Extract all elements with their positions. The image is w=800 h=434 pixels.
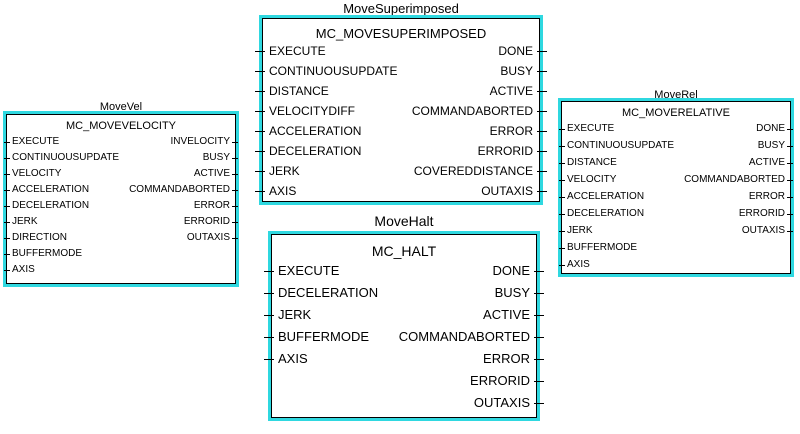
function-block-box[interactable]: MC_MOVERELATIVE EXECUTE CONTINUOUSUPDATE…	[558, 98, 794, 277]
output-pin[interactable]: ACTIVE	[489, 84, 548, 98]
instance-name: MoveSuperimposed	[343, 1, 459, 16]
input-pin[interactable]: EXECUTE	[3, 136, 60, 147]
input-pin[interactable]: CONTINUOUSUPDATE	[3, 152, 120, 163]
input-pin[interactable]: VELOCITYDIFF	[254, 104, 356, 118]
input-pin[interactable]: DECELERATION	[254, 144, 362, 158]
output-pin[interactable]: DONE	[756, 123, 793, 134]
input-pin[interactable]: BUFFERMODE	[264, 329, 369, 344]
input-pin[interactable]: DIRECTION	[4, 232, 67, 243]
fb-move-halt[interactable]: MoveHalt MC_HALT EXECUTE DECELERATION JE…	[263, 212, 545, 421]
input-pin[interactable]: CONTINUOUSUPDATE	[254, 64, 398, 78]
output-pin[interactable]: ERRORID	[470, 373, 544, 388]
input-pin[interactable]: DISTANCE	[255, 84, 329, 98]
input-pin[interactable]: ACCELERATION	[3, 184, 90, 195]
input-pin[interactable]: EXECUTE	[558, 123, 615, 134]
input-pin[interactable]: DISTANCE	[559, 157, 617, 168]
input-pin[interactable]: AXIS	[559, 259, 590, 270]
input-pin[interactable]: CONTINUOUSUPDATE	[558, 140, 675, 151]
input-pin[interactable]: BUFFERMODE	[559, 242, 637, 253]
output-pin[interactable]: ERROR	[483, 351, 544, 366]
output-pin[interactable]: DONE	[492, 263, 544, 278]
input-pin[interactable]: DECELERATION	[3, 200, 90, 211]
instance-name: MoveVel	[99, 101, 143, 113]
input-pin[interactable]: JERK	[255, 164, 300, 178]
output-pin[interactable]: OUTAXIS	[186, 232, 239, 243]
input-pin[interactable]: BUFFERMODE	[4, 248, 82, 259]
output-pin[interactable]: BUSY	[202, 152, 239, 163]
input-pin[interactable]: EXECUTE	[263, 263, 340, 278]
instance-name: MoveHalt	[374, 213, 434, 229]
output-pin[interactable]: BUSY	[757, 140, 794, 151]
output-pin[interactable]: DONE	[498, 44, 547, 58]
input-pin[interactable]: DECELERATION	[558, 208, 645, 219]
output-pin[interactable]: BUSY	[494, 285, 545, 300]
output-pin[interactable]: OUTAXIS	[481, 184, 547, 198]
output-pin[interactable]: ACTIVE	[483, 307, 544, 322]
function-block-box[interactable]: MC_MOVEVELOCITY EXECUTE CONTINUOUSUPDATE…	[3, 111, 239, 287]
input-pin[interactable]: ACCELERATION	[254, 124, 362, 138]
output-pin[interactable]: INVELOCITY	[170, 136, 239, 147]
input-pin[interactable]: ACCELERATION	[558, 191, 645, 202]
block-type: MC_HALT	[371, 243, 437, 259]
output-pin[interactable]: ERRORID	[738, 208, 794, 219]
input-pin[interactable]: JERK	[4, 216, 38, 227]
output-pin[interactable]: ERRORID	[183, 216, 239, 227]
output-pin[interactable]: COMMANDABORTED	[411, 104, 548, 118]
output-pin[interactable]: ACTIVE	[748, 157, 794, 168]
input-pin[interactable]: AXIS	[264, 351, 308, 366]
output-pin[interactable]: COMMANDABORTED	[398, 329, 545, 344]
input-pin[interactable]: EXECUTE	[255, 44, 326, 58]
output-pin[interactable]: COVEREDDISTANCE	[413, 164, 548, 178]
output-pin[interactable]: BUSY	[500, 64, 547, 78]
input-pin[interactable]: VELOCITY	[558, 174, 617, 185]
output-pin[interactable]: ACTIVE	[193, 168, 239, 179]
input-pin[interactable]: AXIS	[4, 264, 35, 275]
input-pin[interactable]: AXIS	[254, 184, 297, 198]
block-type: MC_MOVERELATIVE	[622, 107, 730, 119]
block-type: MC_MOVEVELOCITY	[65, 120, 177, 132]
fb-move-rel[interactable]: MoveRel MC_MOVERELATIVE EXECUTE CONTINUO…	[558, 88, 794, 277]
output-pin[interactable]: OUTAXIS	[741, 225, 794, 236]
output-pin[interactable]: ERROR	[193, 200, 239, 211]
input-pin[interactable]: VELOCITY	[3, 168, 62, 179]
input-pin[interactable]: DECELERATION	[263, 285, 379, 300]
input-pin[interactable]: JERK	[263, 307, 312, 322]
input-pin[interactable]: JERK	[559, 225, 593, 236]
block-type: MC_MOVESUPERIMPOSED	[315, 26, 487, 41]
function-block-box[interactable]: MC_HALT EXECUTE DECELERATION JERK BUFFER…	[263, 231, 545, 421]
output-pin[interactable]: COMMANDABORTED	[684, 174, 793, 185]
output-pin[interactable]: ERROR	[748, 191, 794, 202]
fb-move-vel[interactable]: MoveVel MC_MOVEVELOCITY EXECUTE CONTINUO…	[3, 100, 239, 287]
fb-move-superimposed[interactable]: MoveSuperimposed MC_MOVESUPERIMPOSED EXE…	[254, 0, 548, 205]
instance-name: MoveRel	[654, 89, 698, 101]
output-pin[interactable]: OUTAXIS	[473, 395, 545, 410]
output-pin[interactable]: COMMANDABORTED	[129, 184, 238, 195]
function-block-box[interactable]: MC_MOVESUPERIMPOSED EXECUTE CONTINUOUSUP…	[254, 15, 548, 205]
output-pin[interactable]: ERROR	[489, 124, 548, 138]
output-pin[interactable]: ERRORID	[477, 144, 548, 158]
